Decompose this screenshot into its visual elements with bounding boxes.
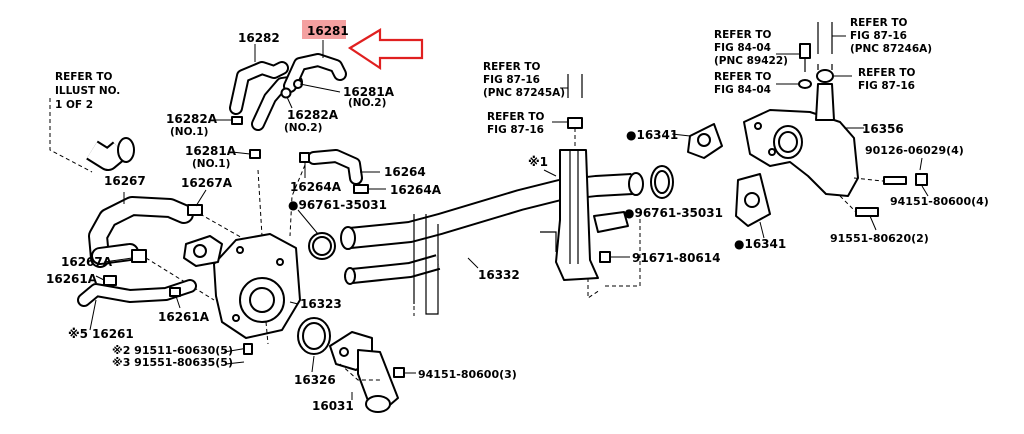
label-16356: 16356 (862, 122, 904, 136)
label-16323: 16323 (300, 297, 342, 311)
stud-90126 (883, 176, 907, 185)
refer-87-16-b-line1: REFER TO (487, 111, 545, 123)
red-arrow-icon (347, 28, 424, 71)
clamp-16264a-b (353, 184, 369, 194)
clamp-16282a-no2 (280, 87, 292, 99)
label-bolt-91551-80635: ※3 91551-80635(5) (112, 356, 233, 369)
highlight-box (302, 20, 346, 39)
label-16282a-no2-sub: (NO.2) (284, 122, 322, 134)
nut-94151 (915, 173, 928, 186)
label-16282a-no1-sub: (NO.1) (170, 126, 208, 138)
refer-84-04-b-line1: REFER TO (714, 71, 772, 83)
clamp-16282a-no1 (231, 116, 243, 125)
hose-16267 (86, 137, 194, 268)
label-16341-bot: ●16341 (734, 237, 786, 251)
label-16267: 16267 (104, 174, 146, 188)
refer-87-16-a-line1: REFER TO (483, 61, 541, 73)
sensor-89422 (799, 43, 811, 59)
label-16281a-no2: 16281A (343, 85, 395, 99)
label-16261a-left: 16261A (46, 272, 98, 286)
label-16261a-mid: 16261A (158, 310, 210, 324)
refer-87-16-a-line2: FIG 87-16 (483, 74, 540, 86)
bolt-94151-bottom (393, 367, 405, 378)
bolt-91671 (599, 251, 611, 263)
label-16332: 16332 (478, 268, 520, 282)
refer-84-04-a-line1: REFER TO (714, 29, 772, 41)
label-90126: 90126-06029(4) (865, 144, 964, 157)
label-16264a-a: 16264A (290, 180, 342, 194)
label-16281a-no2-sub: (NO.2) (348, 97, 386, 109)
refer-87-16-b-line2: FIG 87-16 (487, 124, 544, 136)
label-16264: 16264 (384, 165, 426, 179)
label-16326: 16326 (294, 373, 336, 387)
label-91551: 91551-80620(2) (830, 232, 929, 245)
refer-84-04-a-line2: FIG 84-04 (714, 42, 771, 54)
label-94151-bottom: 94151-80600(3) (418, 368, 517, 381)
pipe-clip (567, 117, 583, 129)
plug-87-16 (816, 69, 834, 83)
label-16261: 16261 (92, 327, 134, 341)
label-16281a-no1: 16281A (185, 144, 237, 158)
clamp-16261a-mid (169, 287, 181, 297)
outlet-16356 (743, 83, 859, 197)
label-mark-1: ※1 (528, 155, 548, 169)
clamp-16267a-top (187, 204, 203, 216)
label-16282a-no2: 16282A (287, 108, 339, 122)
refer-illust-line2: ILLUST NO. (55, 85, 120, 97)
clamp-16267a-bot (131, 249, 147, 263)
refer-87-16-c-line3: (PNC 87246A) (850, 43, 932, 55)
label-16282: 16282 (238, 31, 280, 45)
clamp-16261a-left (103, 275, 117, 286)
refer-illust-line3: 1 OF 2 (55, 99, 93, 111)
label-16282a-no1: 16282A (166, 112, 218, 126)
label-16267a-bot: 16267A (61, 255, 113, 269)
refer-87-16-d-line2: FIG 87-16 (858, 80, 915, 92)
clamp-16264a-a (299, 152, 310, 163)
clamp-16281a-no1 (249, 149, 261, 159)
label-16264a-b: 16264A (390, 183, 442, 197)
label-16031: 16031 (312, 399, 354, 413)
refer-illust-line1: REFER TO (55, 71, 113, 83)
pipe-16332 (340, 149, 644, 315)
label-91671: 91671-80614 (632, 251, 720, 265)
hose-16264 (307, 149, 363, 185)
label-16281a-no1-sub: (NO.1) (192, 158, 230, 170)
label-bolt-91511: ※2 91511-60630(5) (112, 344, 233, 357)
refer-87-16-c-line1: REFER TO (850, 17, 908, 29)
refer-87-16-c-line2: FIG 87-16 (850, 30, 907, 42)
hose-16281 (283, 53, 347, 93)
refer-84-04-b-line2: FIG 84-04 (714, 84, 771, 96)
label-16341-top: ●16341 (626, 128, 678, 142)
label-96761-right: ●96761-35031 (624, 206, 723, 220)
label-16267a-top: 16267A (181, 176, 233, 190)
refer-84-04-a-line3: (PNC 89422) (714, 55, 788, 67)
refer-87-16-a-line3: (PNC 87245A) (483, 87, 565, 99)
bolt-91511 (243, 343, 253, 355)
label-96761-left: ●96761-35031 (288, 198, 387, 212)
label-16281: 16281 (307, 24, 349, 38)
label-16261-mark: ※5 (68, 327, 88, 341)
refer-87-16-d-line1: REFER TO (858, 67, 916, 79)
bolt-91551 (855, 207, 879, 217)
label-94151-right: 94151-80600(4) (890, 195, 989, 208)
housing-16323 (183, 233, 301, 339)
